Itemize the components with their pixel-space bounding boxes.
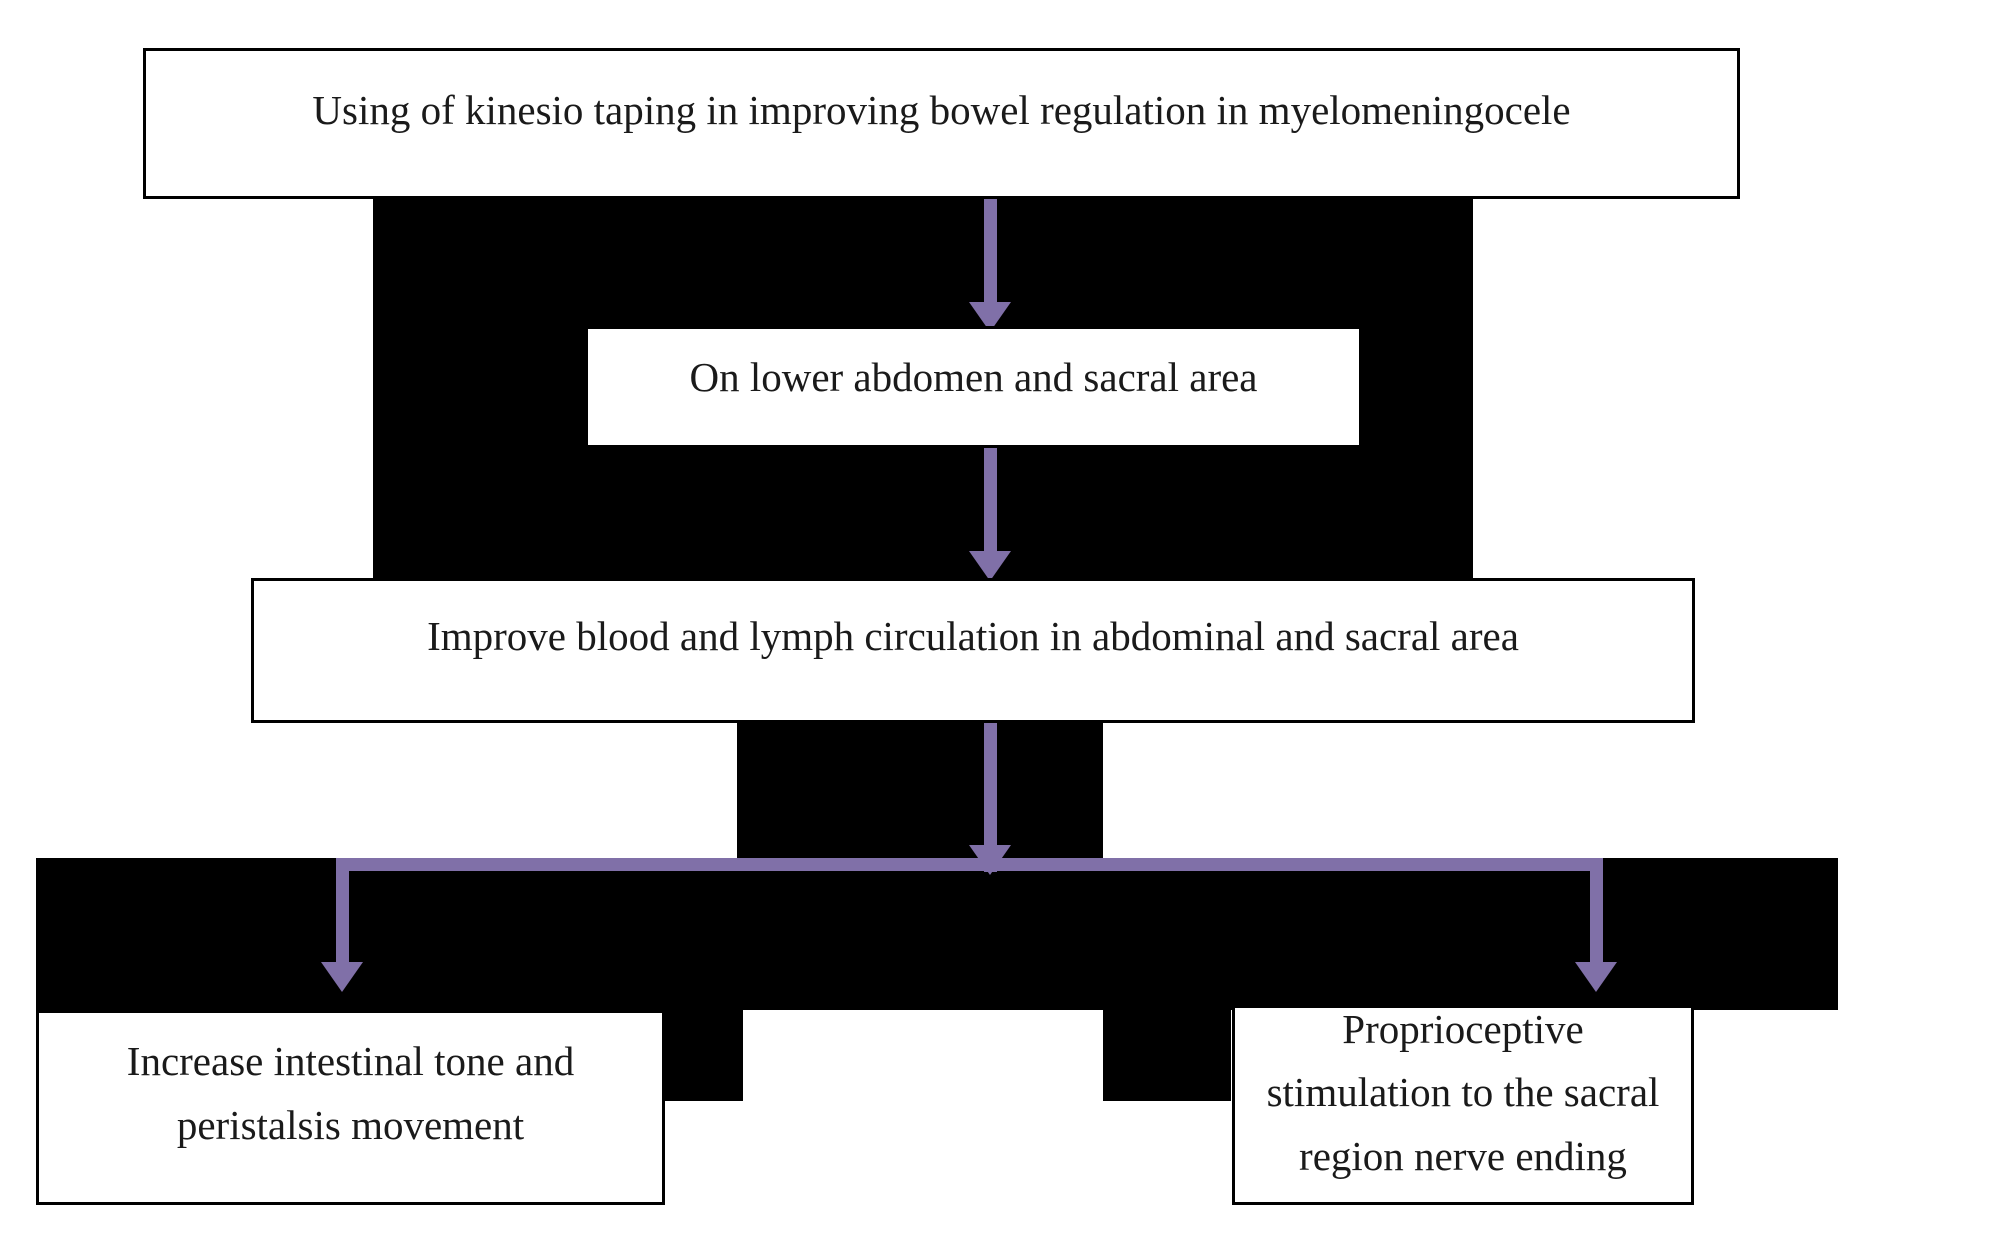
connector-site-to-circulation-arrowhead (969, 551, 1011, 581)
connector-site-to-circulation-shaft (984, 447, 997, 564)
backdrop-plate-midgap (737, 722, 1103, 860)
backdrop-plate-right-col (1103, 858, 1231, 1101)
node-proprioception-label: Proprioceptive stimulation to the sacral… (1266, 1005, 1660, 1179)
node-site-label: On lower abdomen and sacral area (689, 354, 1258, 401)
node-circulation-label: Improve blood and lymph circulation in a… (427, 612, 1519, 659)
node-site-box[interactable]: On lower abdomen and sacral area (585, 326, 1362, 448)
connector-title-to-site-shaft (984, 197, 997, 315)
node-peristalsis-label: Increase intestinal tone and peristalsis… (126, 1037, 575, 1148)
node-proprioception-box[interactable]: Proprioceptive stimulation to the sacral… (1232, 1005, 1694, 1205)
connector-circulation-to-split-shaft (984, 722, 997, 872)
connector-split-to-peristalsis-shaft (336, 858, 349, 980)
connector-split-bar (336, 858, 1603, 871)
node-title-box[interactable]: Using of kinesio taping in improving bow… (143, 48, 1740, 199)
node-peristalsis-box[interactable]: Increase intestinal tone and peristalsis… (36, 1010, 665, 1205)
backdrop-plate-lower (36, 858, 1838, 1010)
connector-split-to-peristalsis-arrowhead (321, 962, 363, 992)
node-title-label: Using of kinesio taping in improving bow… (312, 86, 1571, 133)
backdrop-plate-far-right (1694, 858, 1838, 1010)
backdrop-plate-left-col (665, 858, 743, 1101)
connector-split-to-proprioception-shaft (1590, 858, 1603, 980)
node-circulation-box[interactable]: Improve blood and lymph circulation in a… (251, 578, 1695, 723)
connector-split-to-proprioception-arrowhead (1575, 962, 1617, 992)
